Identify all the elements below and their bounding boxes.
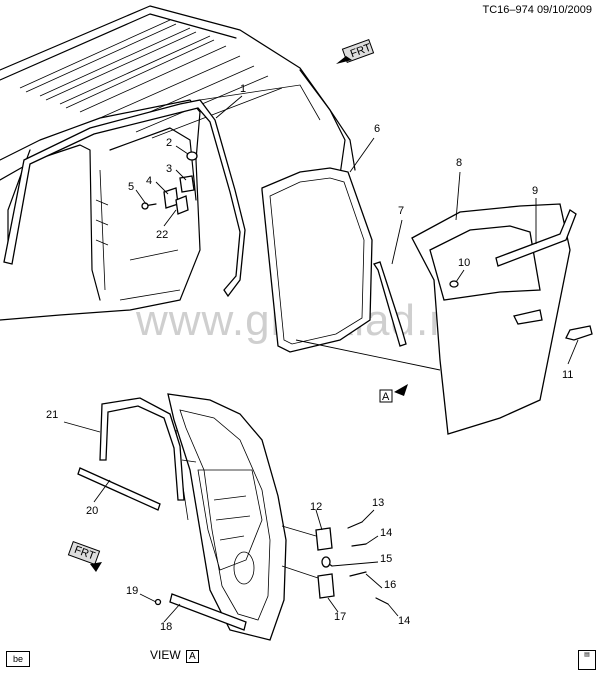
view-label-letter: A xyxy=(186,650,199,663)
footer-tag: be xyxy=(6,651,30,667)
callout-15: 15 xyxy=(380,553,392,565)
frame-seal xyxy=(99,397,185,501)
upper-hinge xyxy=(315,527,333,551)
callout-numbers: 1 2 3 4 5 6 7 8 9 10 11 12 13 14 14 15 1… xyxy=(46,83,573,633)
callout-8: 8 xyxy=(456,157,462,169)
front-arrow-top: FRT xyxy=(336,38,375,64)
view-a-marker: A xyxy=(382,391,390,403)
view-label: VIEW A xyxy=(150,648,199,663)
weatherstrip-upper xyxy=(3,99,246,298)
diagram-header: TC16–974 09/10/2009 xyxy=(483,4,593,16)
book-icon: ▤ xyxy=(578,650,596,670)
belt-molding xyxy=(495,209,577,267)
callout-17: 17 xyxy=(334,611,346,623)
callout-20: 20 xyxy=(86,505,98,517)
callout-3: 3 xyxy=(166,163,172,175)
front-arrow-bottom: FRT xyxy=(67,540,102,572)
callout-14a: 14 xyxy=(380,527,392,539)
callout-7: 7 xyxy=(398,205,404,217)
diagram-code: TC16–974 xyxy=(482,4,534,16)
sill-plate-strip xyxy=(169,593,247,631)
door-handle xyxy=(565,325,593,341)
vehicle-body xyxy=(0,5,356,321)
lower-hinge xyxy=(317,573,335,599)
callout-5: 5 xyxy=(128,181,134,193)
door-seal xyxy=(261,167,373,353)
callout-10: 10 xyxy=(458,257,470,269)
callout-9: 9 xyxy=(532,185,538,197)
lower-seal-strip xyxy=(77,467,161,511)
callout-13: 13 xyxy=(372,497,384,509)
view-label-text: VIEW xyxy=(150,648,181,662)
view-a-arrow: A xyxy=(379,384,408,403)
diagram-date: 09/10/2009 xyxy=(536,4,592,16)
callout-12: 12 xyxy=(310,501,322,513)
callout-18: 18 xyxy=(160,621,172,633)
callout-21: 21 xyxy=(46,409,58,421)
callout-6: 6 xyxy=(374,123,380,135)
callout-1: 1 xyxy=(240,83,246,95)
callout-2: 2 xyxy=(166,137,172,149)
leader-lines xyxy=(63,95,579,623)
callout-11: 11 xyxy=(562,369,573,381)
callout-22: 22 xyxy=(156,229,168,241)
callout-16: 16 xyxy=(384,579,396,591)
callout-14b: 14 xyxy=(398,615,410,627)
callout-4: 4 xyxy=(146,175,152,187)
run-channel-strip xyxy=(372,261,407,347)
callout-19: 19 xyxy=(126,585,138,597)
